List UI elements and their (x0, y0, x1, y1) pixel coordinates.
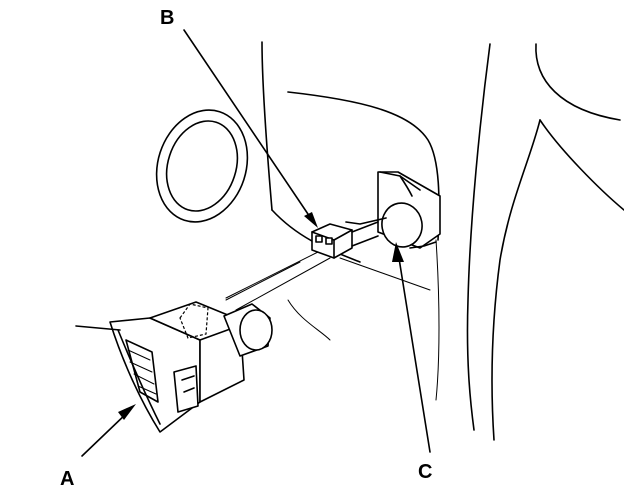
vent-housing (75, 301, 273, 433)
callout-c: C (418, 461, 432, 483)
leader-line-a (81, 411, 129, 457)
panel-opening-ring (155, 109, 249, 223)
dashboard-panel (261, 41, 624, 441)
arrow-b-icon (304, 212, 318, 228)
leader-lines (81, 29, 431, 457)
callout-b: B (160, 7, 174, 29)
wire-harness (225, 251, 431, 311)
connector (311, 221, 379, 259)
leader-line-c (397, 251, 431, 453)
leader-line-b (183, 29, 313, 221)
clip-ring (381, 202, 423, 248)
arrow-c-icon (392, 242, 404, 262)
arrow-a-icon (118, 404, 136, 420)
callout-a: A (60, 468, 74, 490)
sleeve-tube (345, 171, 441, 249)
